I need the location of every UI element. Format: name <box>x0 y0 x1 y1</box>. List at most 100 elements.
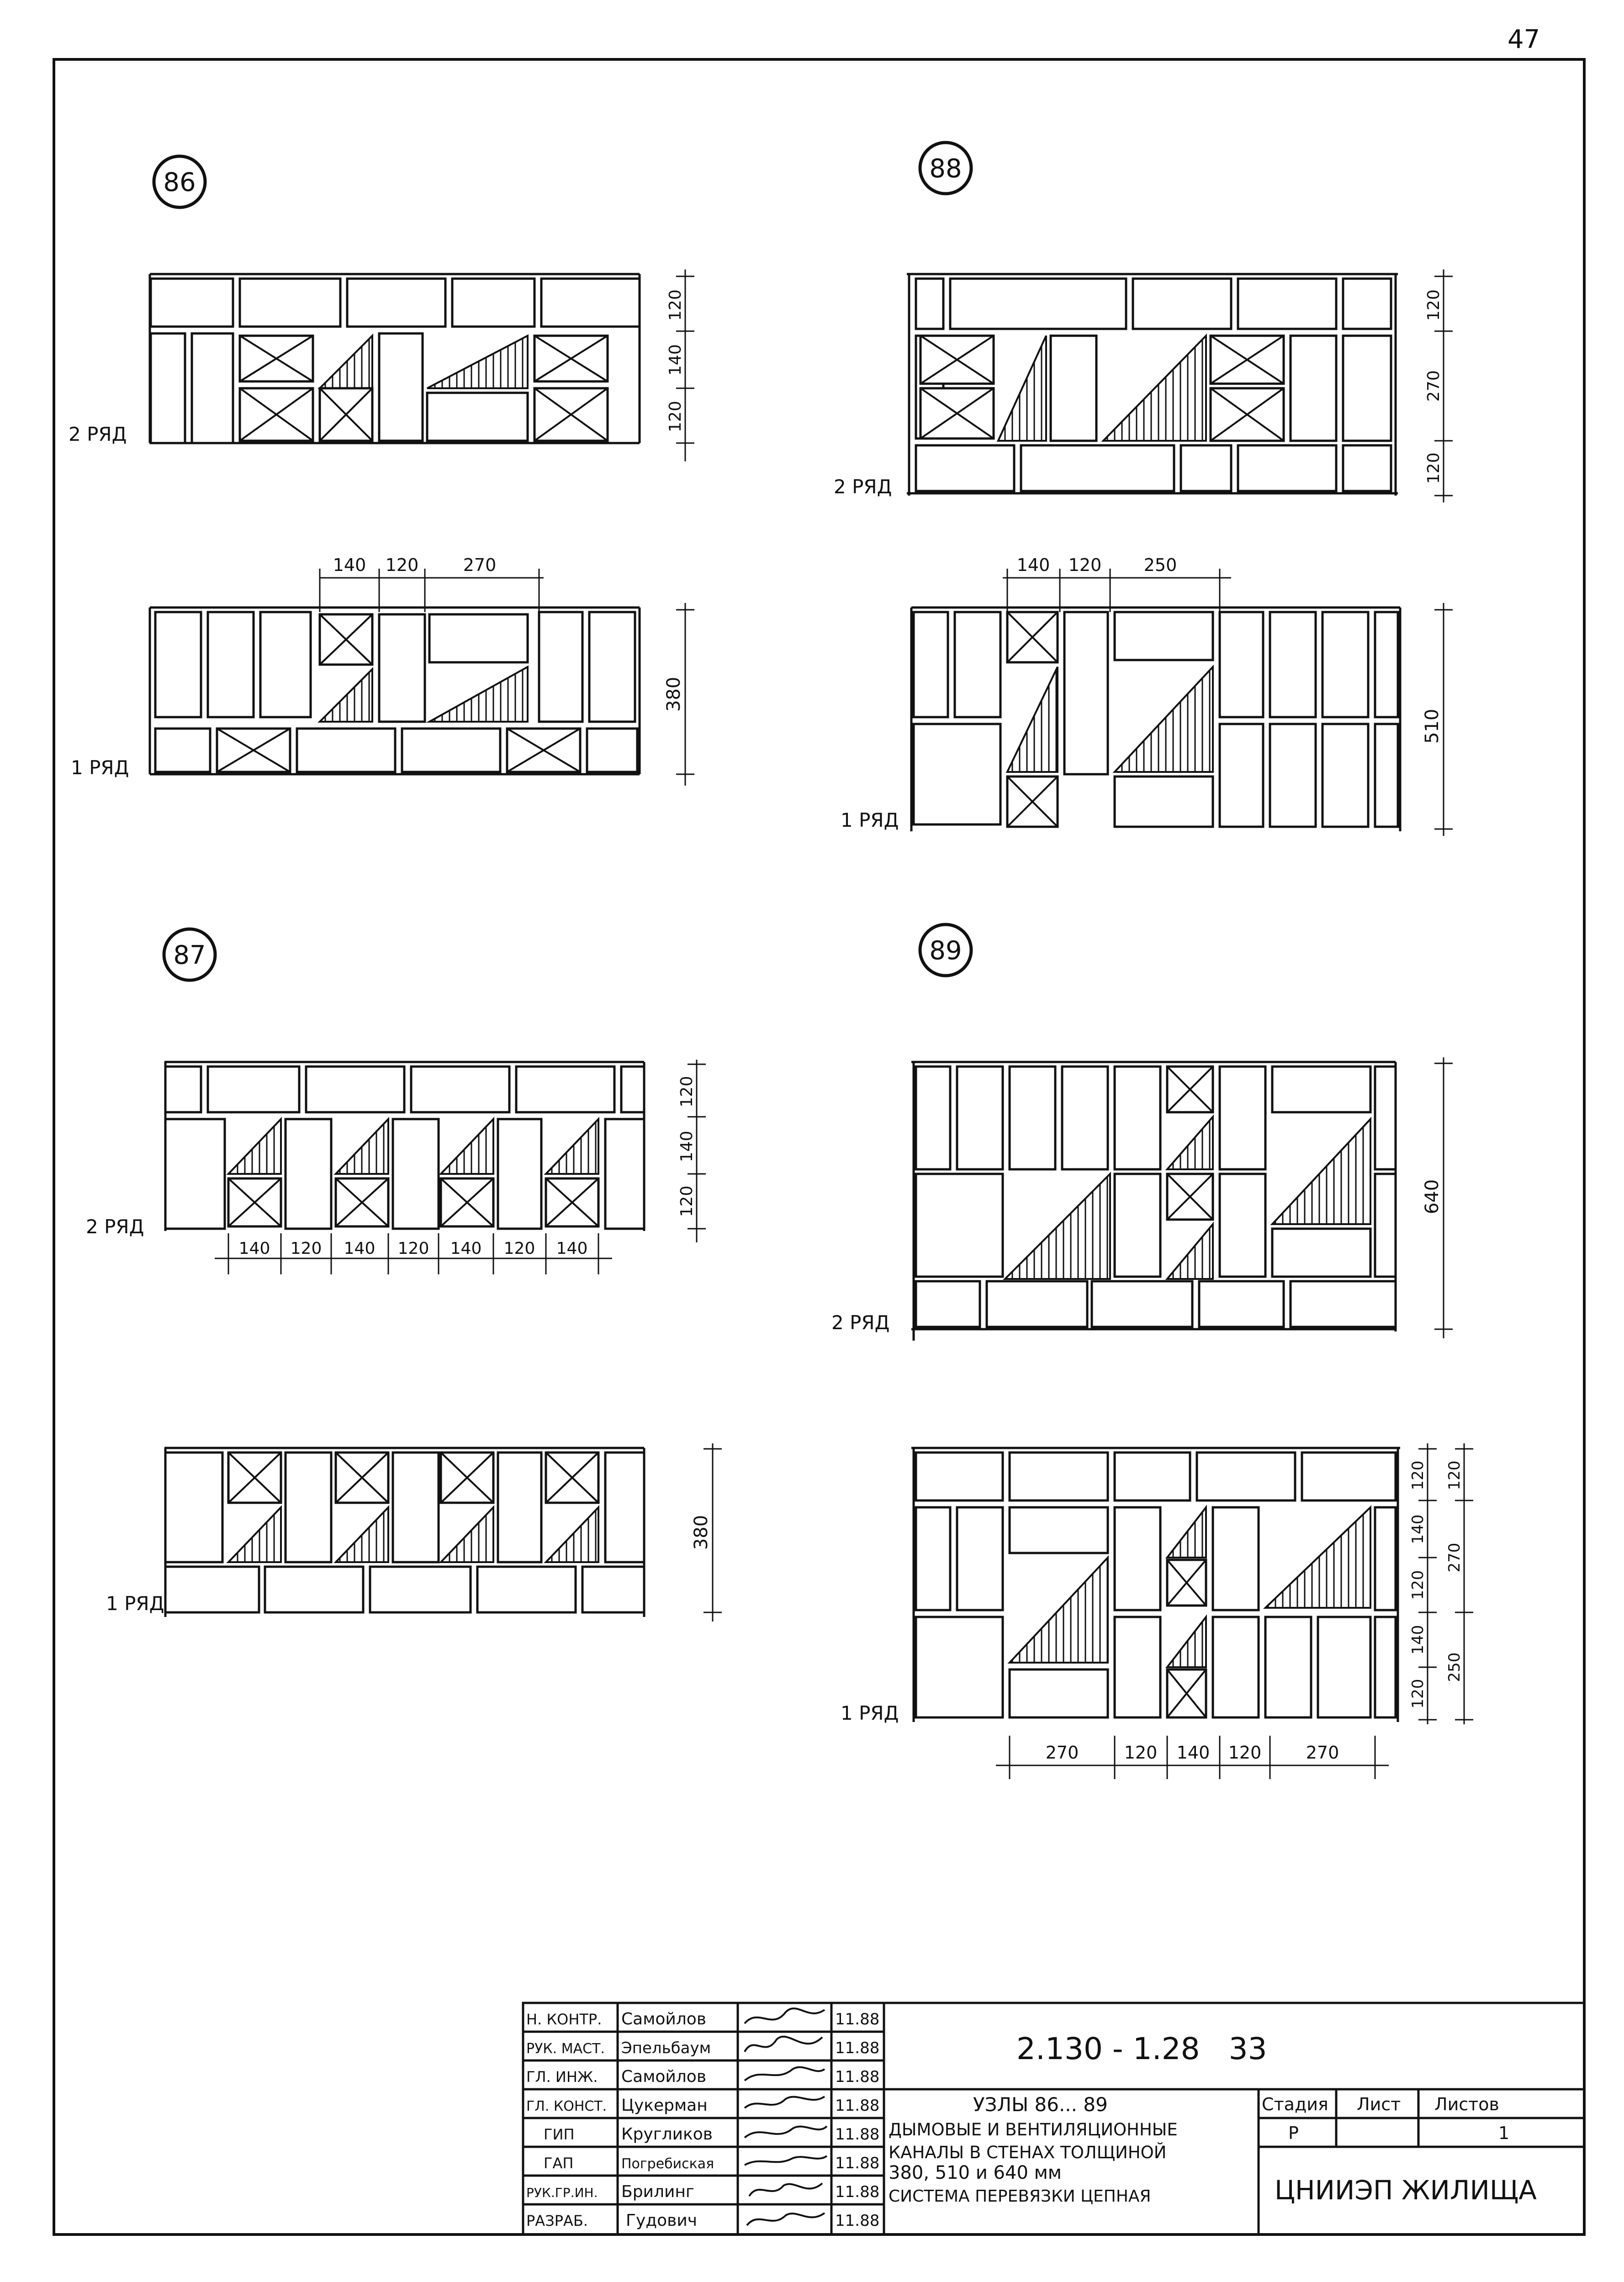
sig-date-8: 11.88 <box>835 2212 879 2230</box>
description-line-5: СИСТЕМА ПЕРЕВЯЗКИ ЦЕПНАЯ <box>889 2187 1151 2206</box>
node-87-row2-bottom-dim-2: 120 <box>291 1239 322 1258</box>
stage-value: Р <box>1288 2123 1299 2143</box>
node-89-row2: 2 РЯД 640 <box>831 1057 1453 1341</box>
node-86-row1: 140 120 270 1 РЯД <box>71 555 694 786</box>
sig-name-5: Кругликов <box>621 2125 713 2144</box>
node-87-row2-bottom-dim-4: 120 <box>398 1239 429 1258</box>
node-87-row2-bottom-dim-3: 140 <box>344 1239 376 1258</box>
node-87-row2-bottom-dim-1: 140 <box>239 1239 270 1258</box>
node-89-row1-inner-dim-2: 140 <box>1409 1515 1427 1544</box>
node-89-row1-bottom-dim-5: 270 <box>1306 1743 1339 1763</box>
node-86-row2-label: 2 РЯД <box>69 423 127 445</box>
node-88-circle <box>918 141 973 195</box>
node-88-number: 88 <box>929 154 962 184</box>
sig-role-6: ГАП <box>544 2155 573 2172</box>
node-86-row1-top-dim-1: 140 <box>333 555 366 575</box>
node-89-row1: 1 РЯД 120 140 120 140 120 120 270 250 <box>841 1443 1473 1779</box>
handwritten-signatures <box>744 2007 828 2226</box>
node-87-row2-bottom-dim-7: 140 <box>556 1239 588 1258</box>
node-89-row1-bottom-dim-4: 120 <box>1228 1743 1262 1763</box>
node-88-row1-top-dim-3: 250 <box>1144 555 1177 575</box>
description-line-4: 380, 510 и 640 мм <box>889 2162 1062 2183</box>
node-89-row1-inner-dim-3: 120 <box>1409 1570 1427 1600</box>
sig-date-3: 11.88 <box>835 2068 879 2086</box>
node-86-row2-dim-2: 140 <box>666 344 685 376</box>
node-88-row1: 140 120 250 1 РЯД <box>841 555 1453 836</box>
node-87-row2-label: 2 РЯД <box>86 1215 144 1238</box>
sig-name-8: Гудович <box>626 2211 697 2230</box>
node-88-row1-dim: 510 <box>1422 709 1443 744</box>
sig-role-7: РУК.ГР.ИН. <box>526 2185 598 2200</box>
node-89-row1-inner-dim-5: 120 <box>1409 1679 1427 1709</box>
node-88-row2-dim-2: 270 <box>1424 370 1443 402</box>
node-88-row2-dim-3: 120 <box>1424 453 1443 484</box>
sig-name-3: Самойлов <box>621 2067 706 2086</box>
sheets-value: 1 <box>1498 2123 1509 2143</box>
node-87-row2-dim-3: 120 <box>677 1186 696 1217</box>
node-89-number: 89 <box>929 936 962 966</box>
node-88-row1-top-dim-1: 140 <box>1017 555 1050 575</box>
node-89: 89 <box>831 923 1473 1779</box>
sig-role-1: Н. КОНТР. <box>526 2011 602 2028</box>
node-89-circle <box>918 923 973 977</box>
sig-role-4: ГЛ. КОНСТ. <box>526 2098 607 2114</box>
node-88-row2: 2 РЯД 120 270 120 <box>834 269 1453 502</box>
node-87-row2: 2 РЯД 120 140 120 140 120 140 120 140 12… <box>86 1060 706 1274</box>
sig-name-7: Брилинг <box>621 2182 694 2201</box>
sig-name-4: Цукерман <box>621 2096 708 2115</box>
node-88: 88 <box>834 141 1453 836</box>
node-89-row1-label: 1 РЯД <box>841 1702 899 1724</box>
node-87-row1: 1 РЯД 380 <box>106 1443 722 1622</box>
node-89-row1-outer-dim-2: 270 <box>1445 1543 1464 1573</box>
node-88-row2-dim-1: 120 <box>1424 290 1443 321</box>
sig-date-4: 11.88 <box>835 2097 879 2115</box>
sig-date-1: 11.88 <box>835 2010 879 2028</box>
node-87-row1-dim: 380 <box>691 1515 712 1550</box>
node-87-row2-dim-1: 120 <box>677 1076 696 1108</box>
node-86-number: 86 <box>163 168 196 197</box>
sig-role-2: РУК. МАСТ. <box>526 2041 605 2057</box>
node-87-row2-bottom-dim-6: 120 <box>504 1239 535 1258</box>
title-block: Н. КОНТР. РУК. МАСТ. ГЛ. ИНЖ. ГЛ. КОНСТ.… <box>522 2002 1586 2236</box>
node-87-row1-label: 1 РЯД <box>106 1592 164 1615</box>
sig-role-3: ГЛ. ИНЖ. <box>526 2068 598 2086</box>
drawing-code: 2.130 - 1.28 33 <box>1016 2031 1267 2066</box>
node-86-row1-label: 1 РЯД <box>71 756 129 779</box>
node-86-circle <box>152 154 207 209</box>
sig-date-2: 11.88 <box>835 2039 879 2057</box>
node-87-number: 87 <box>173 940 206 970</box>
description-line-1: УЗЛЫ 86... 89 <box>973 2093 1108 2116</box>
node-88-row2-label: 2 РЯД <box>834 475 892 498</box>
node-86-row2-dim-3: 120 <box>666 401 685 433</box>
node-89-row1-inner-dim-1: 120 <box>1409 1461 1427 1490</box>
node-87-row2-bottom-dim-5: 140 <box>450 1239 482 1258</box>
sig-name-1: Самойлов <box>621 2010 706 2028</box>
node-86-row2-dim-1: 120 <box>666 290 685 321</box>
sheets-header: Листов <box>1434 2094 1499 2114</box>
page-number: 47 <box>1508 25 1540 54</box>
description-line-2: ДЫМОВЫЕ И ВЕНТИЛЯЦИОННЫЕ <box>889 2120 1178 2139</box>
node-86-row1-top-dim-3: 270 <box>463 555 497 575</box>
node-87-circle <box>162 927 217 982</box>
node-89-row1-bottom-dim-1: 270 <box>1046 1743 1079 1763</box>
node-89-row1-bottom-dim-3: 140 <box>1177 1743 1210 1763</box>
sig-role-5: ГИП <box>544 2126 575 2143</box>
sig-name-2: Эпельбаум <box>621 2039 711 2057</box>
description-line-3: КАНАЛЫ В СТЕНАХ ТОЛЩИНОЙ <box>889 2142 1166 2162</box>
sig-date-5: 11.88 <box>835 2125 879 2144</box>
sig-date-7: 11.88 <box>835 2183 879 2201</box>
organization: ЦНИИЭП ЖИЛИЩА <box>1275 2175 1537 2206</box>
node-86-row1-top-dim-2: 120 <box>386 555 419 575</box>
node-89-row2-dim: 640 <box>1422 1179 1443 1214</box>
node-89-row1-inner-dim-4: 140 <box>1409 1625 1427 1655</box>
stage-header: Стадия <box>1262 2094 1328 2114</box>
node-86-row1-dim: 380 <box>663 677 684 712</box>
node-88-row1-top-dim-2: 120 <box>1069 555 1102 575</box>
node-89-row2-label: 2 РЯД <box>831 1311 889 1334</box>
sig-role-8: РАЗРАБ. <box>526 2212 588 2229</box>
node-89-row1-outer-dim-1: 120 <box>1445 1461 1464 1490</box>
node-86: 86 2 РЯД <box>69 154 694 786</box>
node-87-row2-dim-2: 140 <box>677 1131 696 1162</box>
sig-date-6: 11.88 <box>835 2154 879 2172</box>
